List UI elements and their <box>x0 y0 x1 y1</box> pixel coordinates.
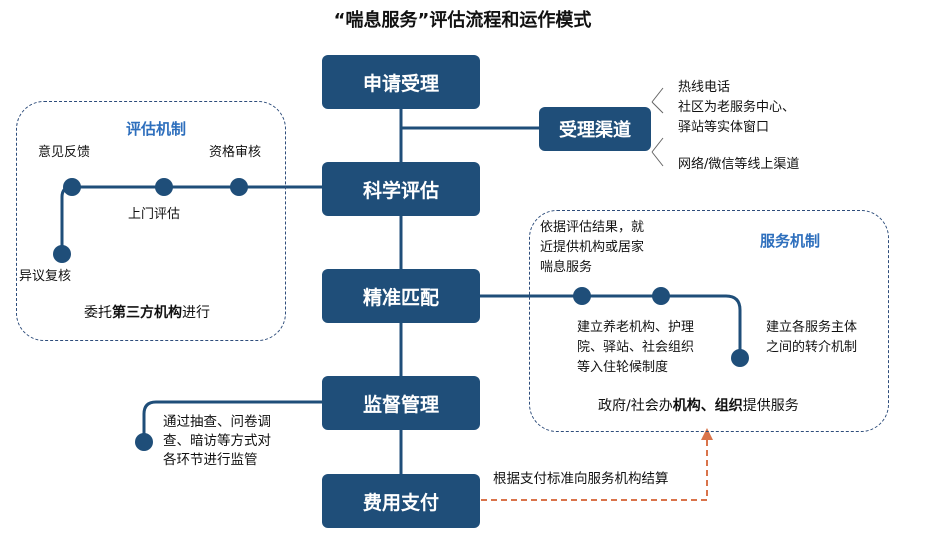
service-referral-line-2: 之间的转介机制 <box>766 340 858 355</box>
payment-dashed-arrow <box>481 438 708 501</box>
service-basis-text: 依据评估结果，就 近提供机构或居家 喘息服务 <box>540 218 644 278</box>
payment-note: 根据支付标准向服务机构结算 <box>493 471 669 487</box>
eval-dot-feedback <box>63 178 81 196</box>
eval-dot-visit <box>155 178 173 196</box>
step-assessment: 科学评估 <box>322 162 480 216</box>
service-footer-prefix: 政府/社会办 <box>598 398 673 414</box>
service-rotation-line-2: 院、驿站、社会组织 <box>577 340 695 355</box>
channel-box: 受理渠道 <box>539 107 651 151</box>
channel-item-online: 网络/微信等线上渠道 <box>678 157 800 172</box>
service-panel <box>529 210 889 432</box>
channel-item-hotline: 热线电话 <box>678 80 731 95</box>
service-referral-line-1: 建立各服务主体 <box>766 320 858 335</box>
evaluation-footer: 委托第三方机构进行 <box>84 304 210 323</box>
service-dot-basis <box>573 287 591 305</box>
eval-dot-qualification <box>230 178 248 196</box>
eval-dot-review <box>53 245 71 263</box>
service-basis-line-3: 喘息服务 <box>540 260 593 275</box>
channel-brackets <box>651 87 664 167</box>
service-dot-referral <box>731 349 749 367</box>
supervision-text: 通过抽查、问卷调 查、暗访等方式对 各环节进行监管 <box>163 413 271 470</box>
evaluation-footer-prefix: 委托 <box>84 305 112 321</box>
service-rotation-line-1: 建立养老机构、护理 <box>577 320 695 335</box>
eval-feedback-label: 意见反馈 <box>38 145 91 160</box>
service-heading: 服务机制 <box>760 232 821 250</box>
evaluation-heading: 评估机制 <box>126 120 187 138</box>
step-payment: 费用支付 <box>322 474 480 528</box>
supervision-line <box>142 400 322 441</box>
supervision-line-2: 查、暗访等方式对 <box>163 433 271 449</box>
service-basis-line-1: 依据评估结果，就 <box>540 220 645 235</box>
service-basis-line-2: 近提供机构或居家 <box>540 240 645 255</box>
service-rotation-text: 建立养老机构、护理 院、驿站、社会组织 等入住轮候制度 <box>577 318 694 378</box>
supervision-dot <box>135 433 153 451</box>
arrow-head-icon <box>701 428 713 440</box>
service-footer-sep: 、 <box>700 398 715 414</box>
step-matching: 精准匹配 <box>322 269 480 323</box>
evaluation-footer-bold: 第三方机构 <box>112 305 182 321</box>
eval-visit-label: 上门评估 <box>128 207 181 222</box>
step-supervision: 监督管理 <box>322 376 480 430</box>
supervision-line-3: 各环节进行监管 <box>163 452 258 468</box>
eval-review-label: 异议复核 <box>19 269 72 284</box>
evaluation-panel <box>16 101 286 341</box>
eval-qualification-label: 资格审核 <box>209 145 262 160</box>
step-apply: 申请受理 <box>322 55 480 109</box>
service-line <box>480 294 742 357</box>
diagram-title: “喘息服务”评估流程和运作模式 <box>333 10 592 31</box>
service-footer-bold-1: 机构 <box>672 398 701 414</box>
service-rotation-line-3: 等入住轮候制度 <box>577 360 669 375</box>
service-footer: 政府/社会办机构、组织提供服务 <box>598 397 799 416</box>
channel-item-community-2: 驿站等实体窗口 <box>678 120 770 135</box>
channel-item-community-1: 社区为老服务中心、 <box>678 100 796 115</box>
supervision-line-1: 通过抽查、问卷调 <box>163 414 271 430</box>
service-footer-bold-2: 组织 <box>714 398 743 414</box>
service-dot-rotation <box>652 287 670 305</box>
service-footer-suffix: 提供服务 <box>742 398 799 414</box>
service-referral-text: 建立各服务主体 之间的转介机制 <box>766 318 857 358</box>
channel-items-group: 热线电话 社区为老服务中心、 驿站等实体窗口 <box>678 78 795 138</box>
evaluation-footer-suffix: 进行 <box>182 305 210 321</box>
